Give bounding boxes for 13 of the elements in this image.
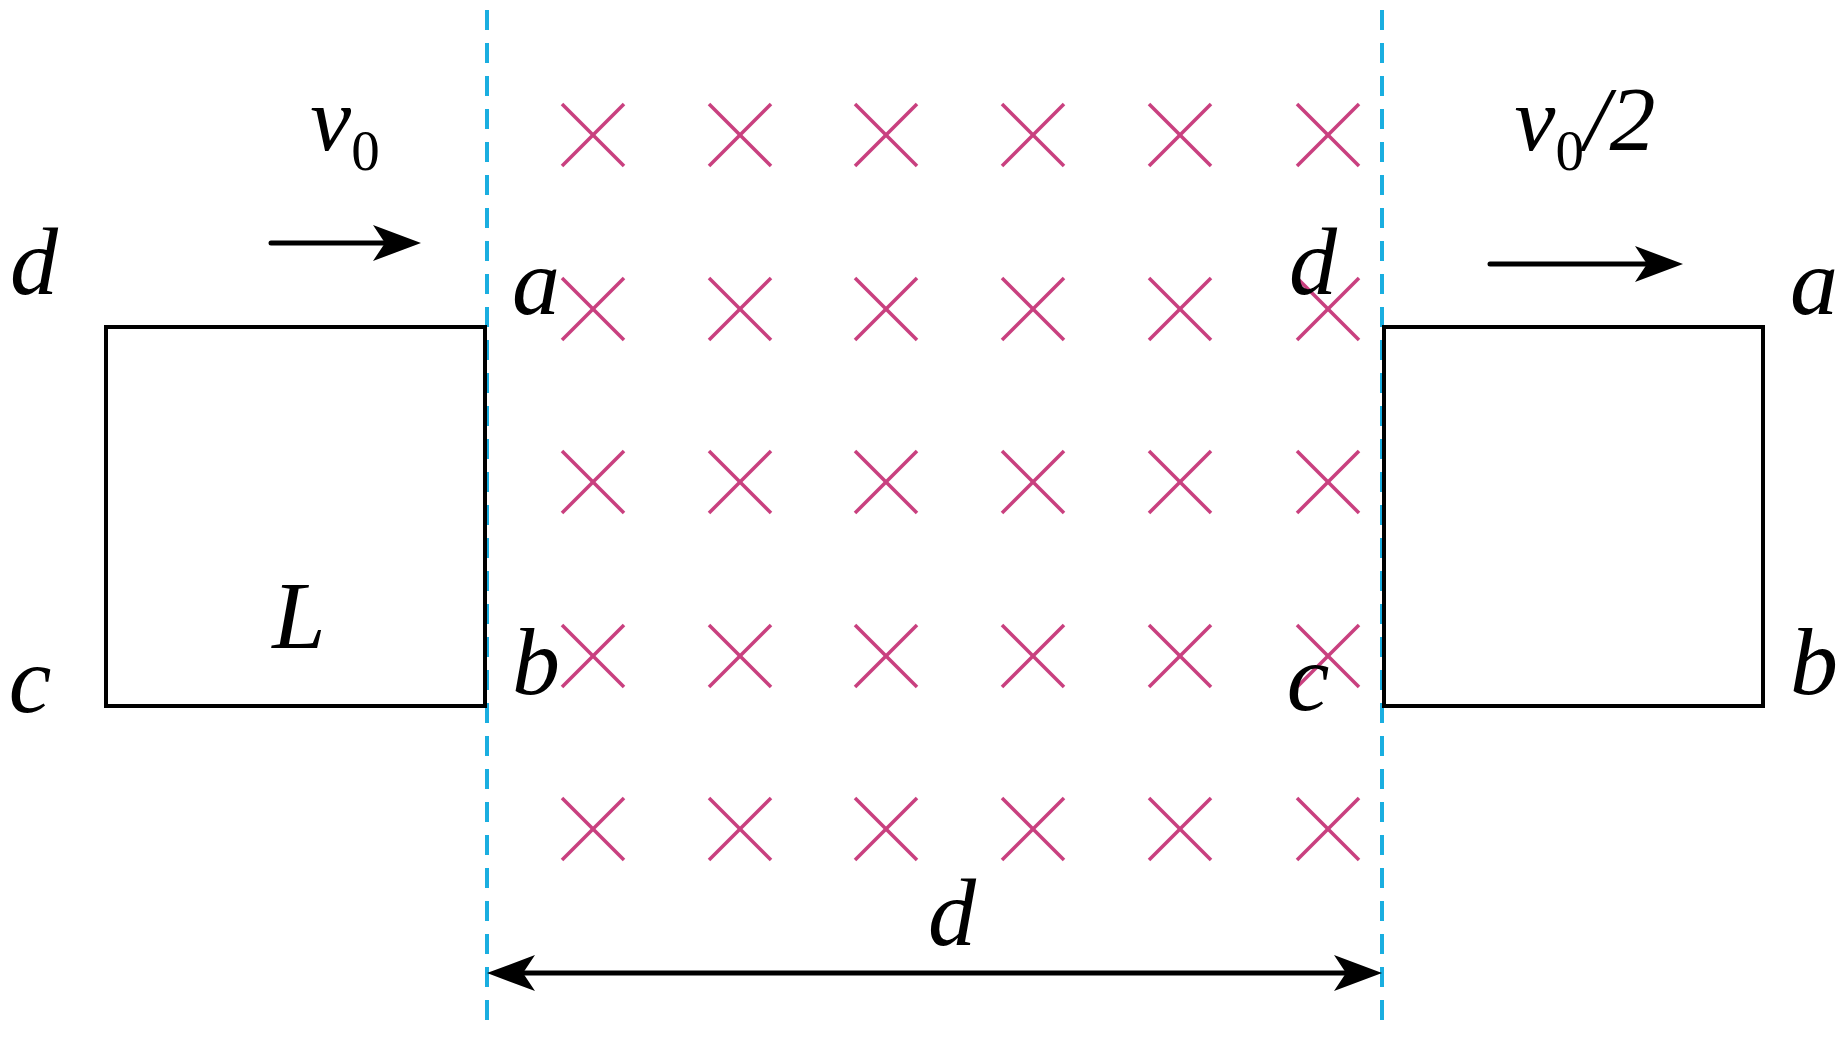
- corner-label: b: [1790, 614, 1838, 710]
- loop-square: [104, 325, 487, 708]
- corner-label: a: [1790, 234, 1838, 330]
- length-label: L: [272, 568, 326, 664]
- corner-label: d: [1289, 214, 1337, 310]
- corner-label: d: [10, 214, 58, 310]
- corner-label: c: [8, 632, 52, 728]
- velocity-label: v$_{0}$: [310, 73, 380, 179]
- velocity-label: v$_{0}$/2: [1514, 73, 1656, 179]
- loop-square: [1382, 325, 1765, 708]
- dimension-label: d: [928, 865, 976, 961]
- corner-label: a: [512, 234, 560, 330]
- corner-label: b: [512, 614, 560, 710]
